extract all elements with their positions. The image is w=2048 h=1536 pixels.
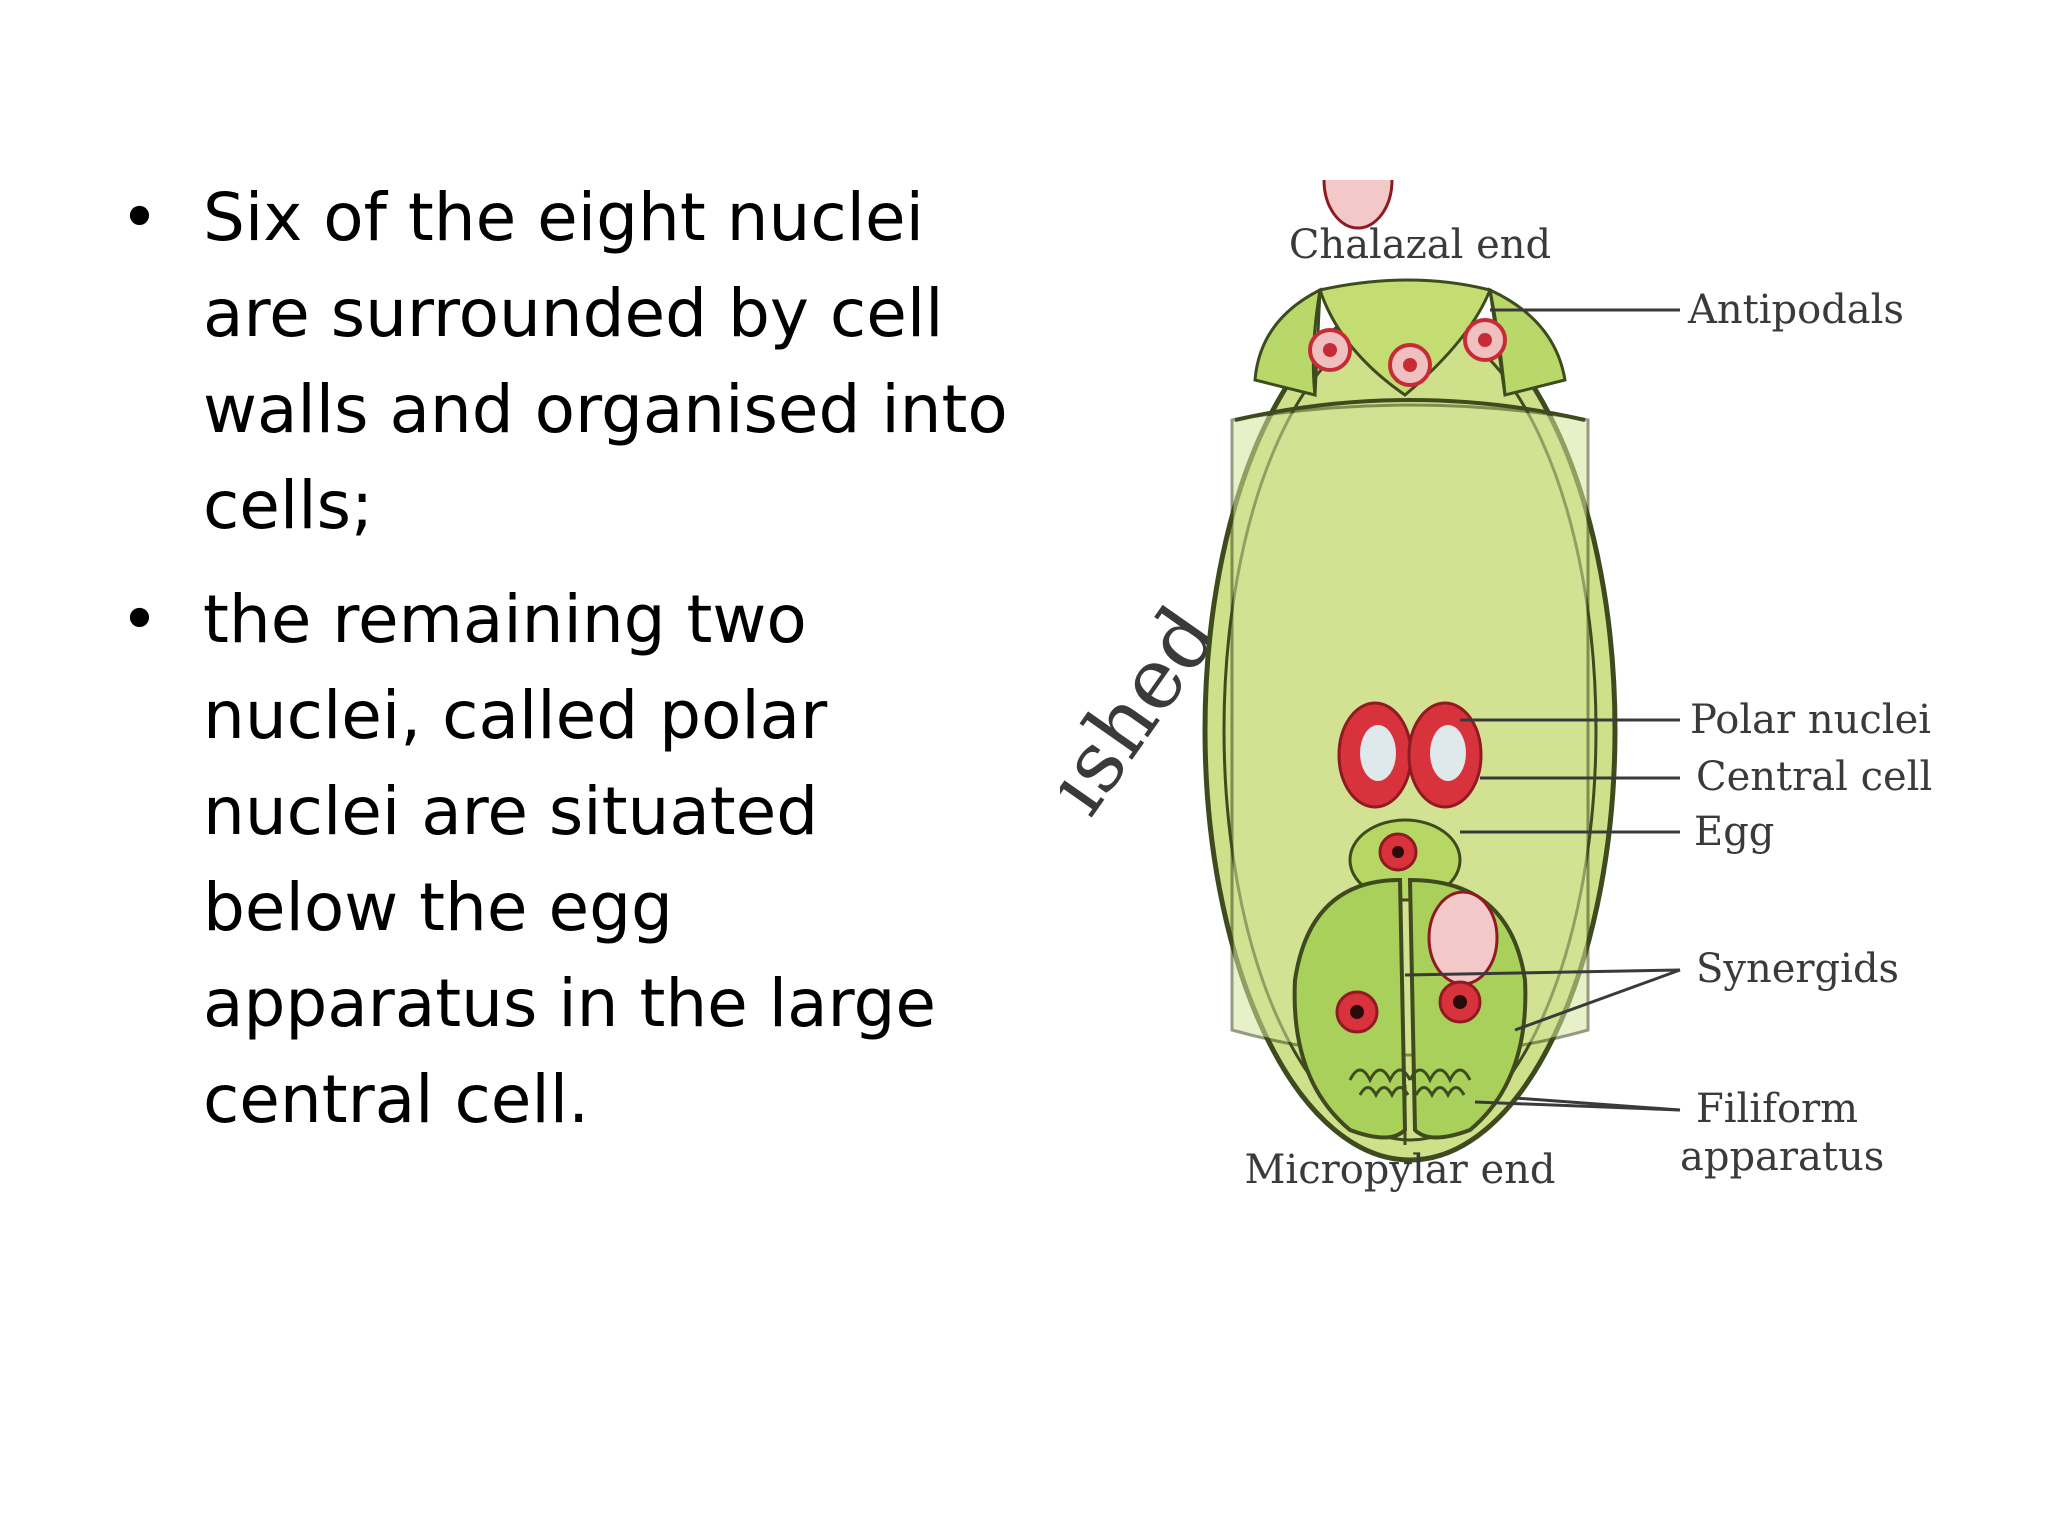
filiform-apparatus xyxy=(1348,1068,1472,1145)
synergids xyxy=(1292,180,1528,1140)
label-central-cell: Central cell xyxy=(1696,754,1932,800)
label-chalazal-end: Chalazal end xyxy=(1289,222,1551,268)
label-antipodals: Antipodals xyxy=(1687,287,1904,333)
bullet-item: • Six of the eight nuclei are surrounded… xyxy=(120,170,1020,554)
label-synergids: Synergids xyxy=(1696,946,1899,992)
bullet-text: Six of the eight nuclei are surrounded b… xyxy=(203,179,1008,544)
embryo-sac-diagram: ished xyxy=(1060,180,1932,1193)
label-apparatus: apparatus xyxy=(1680,1134,1884,1180)
central-cell-top-wall xyxy=(1234,398,1586,422)
antipodal-cells xyxy=(1253,278,1567,397)
label-micropylar-end: Micropylar end xyxy=(1244,1147,1555,1193)
bullet-item: • the remaining two nuclei, called polar… xyxy=(120,572,1020,1148)
bullet-dot-icon: • xyxy=(120,581,159,658)
polar-nuclei xyxy=(1337,701,1483,809)
label-filiform: Filiform xyxy=(1696,1086,1858,1132)
bullet-list: • Six of the eight nuclei are surrounded… xyxy=(120,170,1020,1166)
label-egg: Egg xyxy=(1694,809,1774,855)
leader-lines xyxy=(1404,308,1681,1112)
bullet-dot-icon: • xyxy=(120,179,159,256)
bullet-text: the remaining two nuclei, called polar n… xyxy=(203,581,937,1138)
label-polar-nuclei: Polar nuclei xyxy=(1690,697,1931,743)
